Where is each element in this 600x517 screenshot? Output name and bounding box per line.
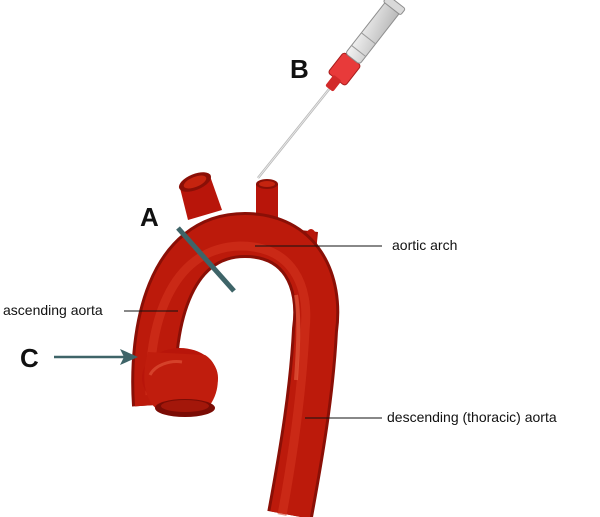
marker-c-arrow [54,349,138,365]
needle-shaft-highlight [257,87,331,179]
syringe-needle-icon [257,0,406,179]
marker-c: C [20,343,39,373]
label-ascending-aorta: ascending aorta [3,302,103,318]
marker-a: A [140,202,159,232]
label-descending-aorta: descending (thoracic) aorta [387,409,557,425]
marker-b: B [290,54,309,84]
marker-a-line [176,226,236,293]
aortic-root [142,348,218,417]
needle-hub [325,0,406,92]
aorta-highlight [145,241,311,516]
label-aortic-arch: aortic arch [392,237,458,253]
